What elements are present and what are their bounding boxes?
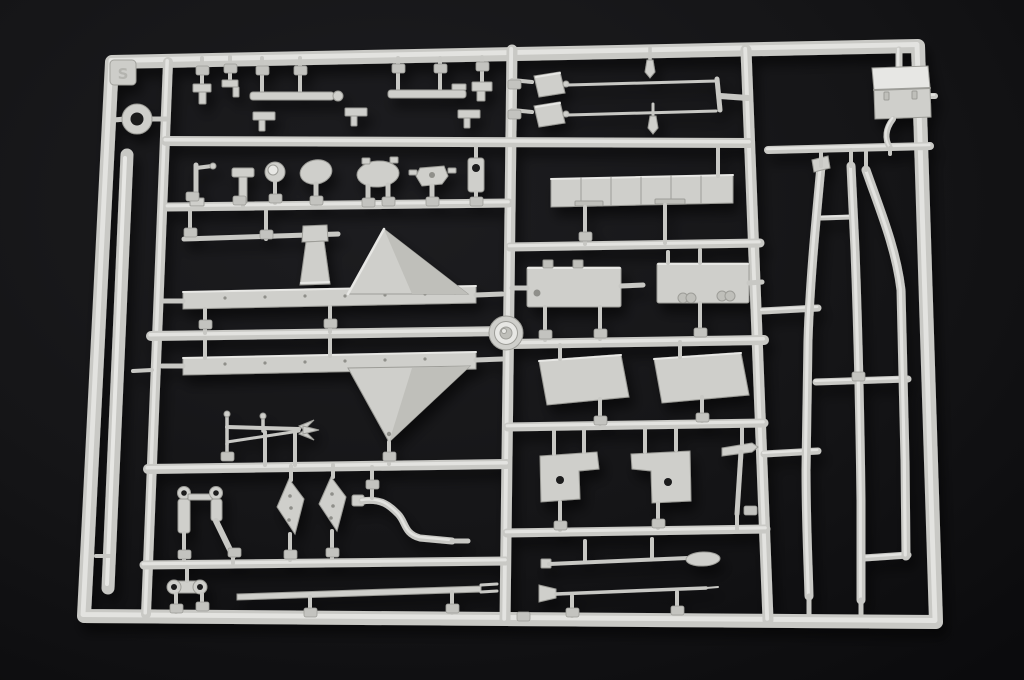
gate-tag — [670, 605, 685, 616]
gate-tag — [593, 328, 608, 339]
gate-tag — [169, 603, 184, 614]
gate-tag — [695, 412, 710, 423]
gate-tag — [268, 193, 283, 204]
clip-bracket-e — [344, 107, 368, 127]
gate-tag — [323, 318, 338, 329]
gate-tag — [227, 547, 242, 558]
teardrop-knob-b — [647, 102, 659, 135]
gate-tag — [198, 319, 213, 330]
shock-absorber-a — [177, 486, 191, 562]
gate-tag — [445, 603, 460, 614]
gate-tag — [361, 197, 376, 208]
gate-tag — [651, 518, 666, 529]
gate-tag — [283, 549, 298, 560]
star-tip-linkage — [223, 410, 320, 467]
gate-tag — [195, 601, 210, 612]
parts-layer — [94, 46, 932, 618]
gusset-triangle-lower — [347, 365, 472, 466]
gate-tag — [195, 65, 210, 76]
sprue-letter-tab: S — [109, 59, 137, 86]
gate-tag — [293, 65, 308, 76]
gate-tags-layer — [169, 61, 866, 622]
gate-tag — [593, 415, 608, 426]
gusset-triangle-upper — [346, 227, 470, 296]
tie-bar-b — [387, 56, 467, 99]
side-skirt-panel — [550, 145, 734, 246]
gate-tag — [743, 505, 758, 516]
gate-tag — [425, 196, 440, 207]
eyelet-ring — [110, 103, 169, 135]
oval-hatch — [299, 159, 333, 207]
stowage-box — [871, 65, 932, 156]
barrel-tube — [94, 148, 154, 595]
gate-tag — [325, 547, 340, 558]
clip-bracket-d — [252, 111, 276, 132]
teardrop-knob-a — [644, 46, 656, 79]
gate-tag — [185, 191, 200, 202]
hub-cap-wheel — [488, 315, 524, 351]
gate-tag — [516, 611, 531, 622]
gate-tag — [538, 329, 553, 340]
gate-tag — [259, 229, 274, 240]
gate-tag — [382, 451, 397, 462]
eyelet-link — [166, 565, 208, 614]
long-rail-a — [801, 150, 831, 617]
cleaning-rod — [538, 584, 719, 618]
mirror-arm-b — [510, 101, 718, 128]
gate-tag — [303, 607, 318, 618]
hull-box-b — [656, 248, 765, 338]
gate-tag — [177, 549, 192, 560]
axe-tool — [181, 209, 341, 286]
gate-tag — [433, 63, 448, 74]
step-bracket-a — [539, 427, 600, 532]
gate-tag — [255, 65, 270, 76]
oar-rod — [540, 537, 721, 569]
gate-tag — [693, 327, 708, 338]
mattock-tool — [721, 426, 759, 532]
roof-panel-a — [538, 343, 630, 426]
gate-tag — [578, 231, 593, 242]
gate-tag — [553, 520, 568, 531]
gate-tag — [507, 79, 522, 90]
long-rail-c — [861, 150, 911, 561]
gate-tag — [475, 61, 490, 72]
gate-tag — [851, 371, 866, 382]
curved-pipe — [351, 465, 471, 545]
clip-bracket-f — [457, 109, 481, 129]
slotted-plate — [467, 144, 485, 206]
gate-tag — [565, 607, 580, 618]
gate-tag — [309, 195, 324, 206]
roof-panel-b — [653, 340, 750, 423]
clip-bracket-a — [192, 56, 212, 105]
gate-tag — [232, 195, 247, 206]
gate-tag — [391, 63, 406, 74]
sprue-frame: S — [77, 39, 943, 629]
gate-tag — [365, 479, 380, 490]
gate-tag — [183, 227, 198, 238]
mirror-arm-a — [510, 71, 751, 113]
gate-tag — [469, 196, 484, 207]
step-bracket-b — [630, 426, 692, 530]
gate-tag — [381, 196, 396, 207]
kite-plate-a — [276, 464, 305, 562]
shock-absorber-b — [187, 486, 236, 565]
kite-plate-b — [318, 463, 347, 560]
hull-box-a — [509, 259, 646, 342]
sprue-letter-embossed: S — [118, 65, 129, 83]
gate-tag — [507, 109, 522, 120]
gate-tag — [223, 63, 238, 74]
gate-tag — [220, 451, 235, 462]
